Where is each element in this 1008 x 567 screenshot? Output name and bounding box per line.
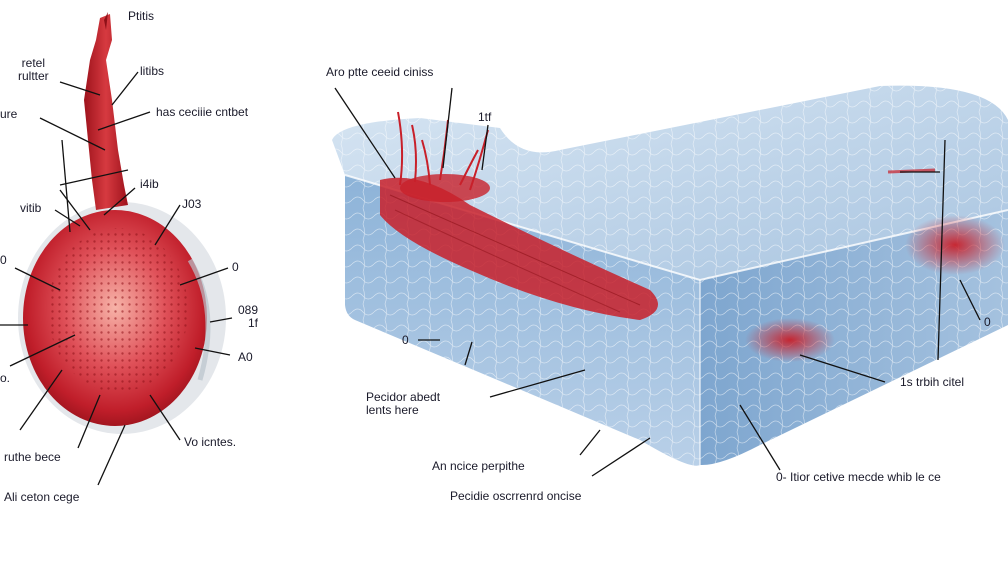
muscle-band <box>380 177 658 320</box>
label-089: 089 <box>238 303 259 317</box>
label-0-right: 0 <box>232 260 239 274</box>
label-1tf: 1tf <box>478 110 492 124</box>
label-0-side: 0 <box>984 315 991 329</box>
label-j03: J03 <box>182 197 202 211</box>
label-o: o. <box>0 371 11 385</box>
label-vo-icntes: Vo icntes. <box>184 435 237 449</box>
bulb-texture <box>48 228 188 392</box>
label-vitib: vitib <box>20 201 42 215</box>
label-i4ib: i4ib <box>140 177 159 191</box>
label-0-left: 0 <box>0 253 7 267</box>
vessel-cluster-side <box>905 215 1005 275</box>
label-itior-cetive: 0- Itior cetive mecde whib le ce <box>776 470 941 484</box>
label-1s-trbih: 1s trbih citel <box>900 375 965 389</box>
label-pecidor-abedt: Pecidor abedt lents here <box>366 390 441 417</box>
vessel-cluster-front <box>745 318 835 362</box>
label-0-block: 0 <box>402 333 409 347</box>
label-an-ncice: An ncice perpithe <box>432 459 525 473</box>
label-ure: ure <box>0 107 18 121</box>
label-1f: 1f <box>248 316 259 330</box>
label-top: Ptitis <box>128 9 155 23</box>
right-leader-lines <box>334 87 981 477</box>
label-pecidie: Pecidie oscrrenrd oncise <box>450 489 582 503</box>
label-has-ceciiie: has ceciiie cntbet <box>156 105 249 119</box>
tissue-block <box>332 85 1008 477</box>
left-organ <box>0 12 233 486</box>
label-retel-rultter: retel rultter <box>18 56 49 83</box>
label-ruthe-bece: ruthe bece <box>4 450 61 464</box>
label-aro-ptte: Aro ptte ceeid ciniss <box>326 65 434 79</box>
left-leader-lines <box>0 71 233 486</box>
label-ali-ceton: Ali ceton cege <box>4 490 80 504</box>
label-litibs: litibs <box>140 64 165 78</box>
label-a0: A0 <box>238 350 253 364</box>
organ-stem <box>84 14 128 210</box>
